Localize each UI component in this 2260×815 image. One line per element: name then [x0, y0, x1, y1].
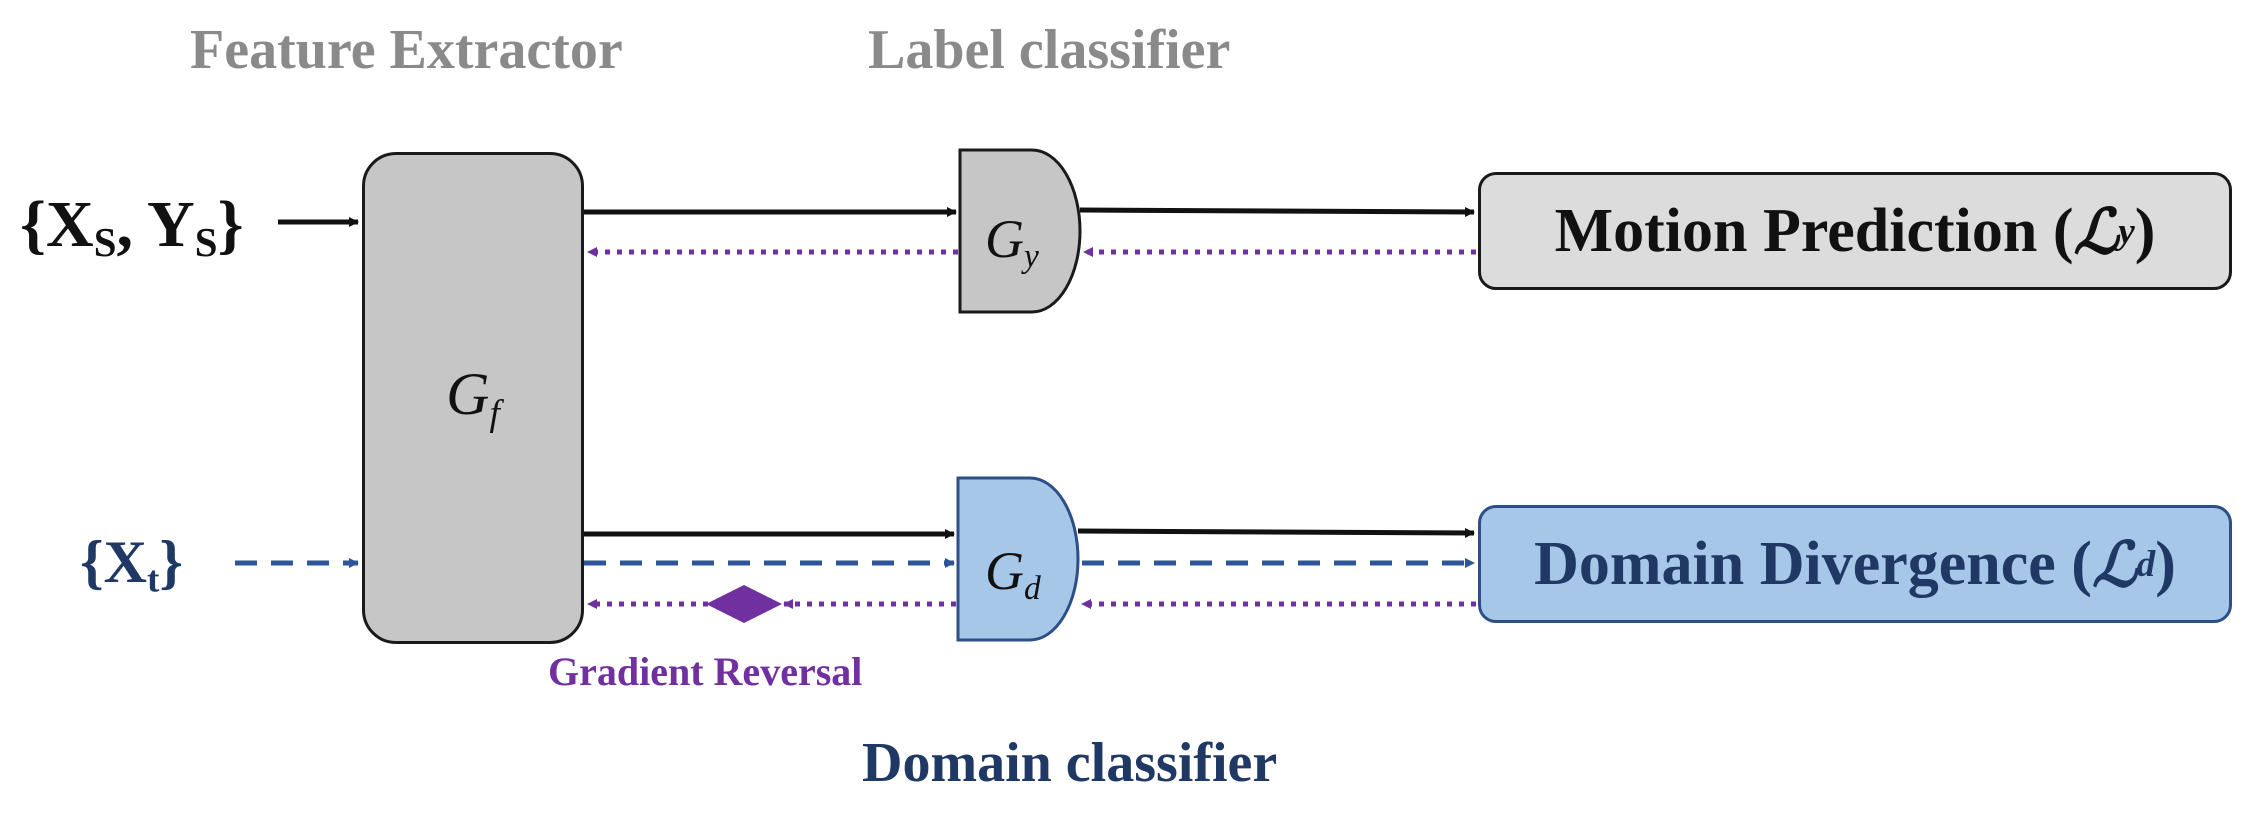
domain-close-paren: ): [2155, 529, 2176, 598]
gd-to-domain-arrow: [1077, 527, 1475, 538]
label-classifier-symbol: Gy: [985, 209, 1039, 276]
motion-prediction-text: Motion Prediction (: [1554, 196, 2074, 265]
domain-divergence-text: Domain Divergence (: [1534, 529, 2092, 598]
domain-loss-symbol: ℒ: [2091, 527, 2137, 601]
motion-loss-subscript: y: [2118, 210, 2135, 252]
motion-close-paren: ): [2134, 196, 2156, 265]
feature-extractor-box: Gf: [362, 152, 584, 644]
source-input-label: {XS, YS}: [20, 188, 244, 266]
feature-extractor-title: Feature Extractor: [190, 19, 623, 81]
label-classifier-title: Label classifier: [868, 19, 1231, 81]
gradient-reversal-diamond: [706, 585, 782, 623]
feature-extractor-symbol: Gf: [446, 361, 500, 435]
domain-classifier-title: Domain classifier: [862, 732, 1278, 794]
target-input-label: {Xt}: [80, 529, 184, 601]
gy-to-motion-arrow: [1079, 206, 1475, 217]
domain-loss-subscript: d: [2136, 543, 2156, 585]
gradient-reversal-label: Gradient Reversal: [548, 649, 863, 694]
motion-loss-symbol: ℒ: [2073, 194, 2119, 268]
domain-classifier-node: [956, 476, 1080, 642]
domain-classifier-symbol: Gd: [985, 541, 1041, 608]
label-classifier-node: [958, 148, 1082, 314]
